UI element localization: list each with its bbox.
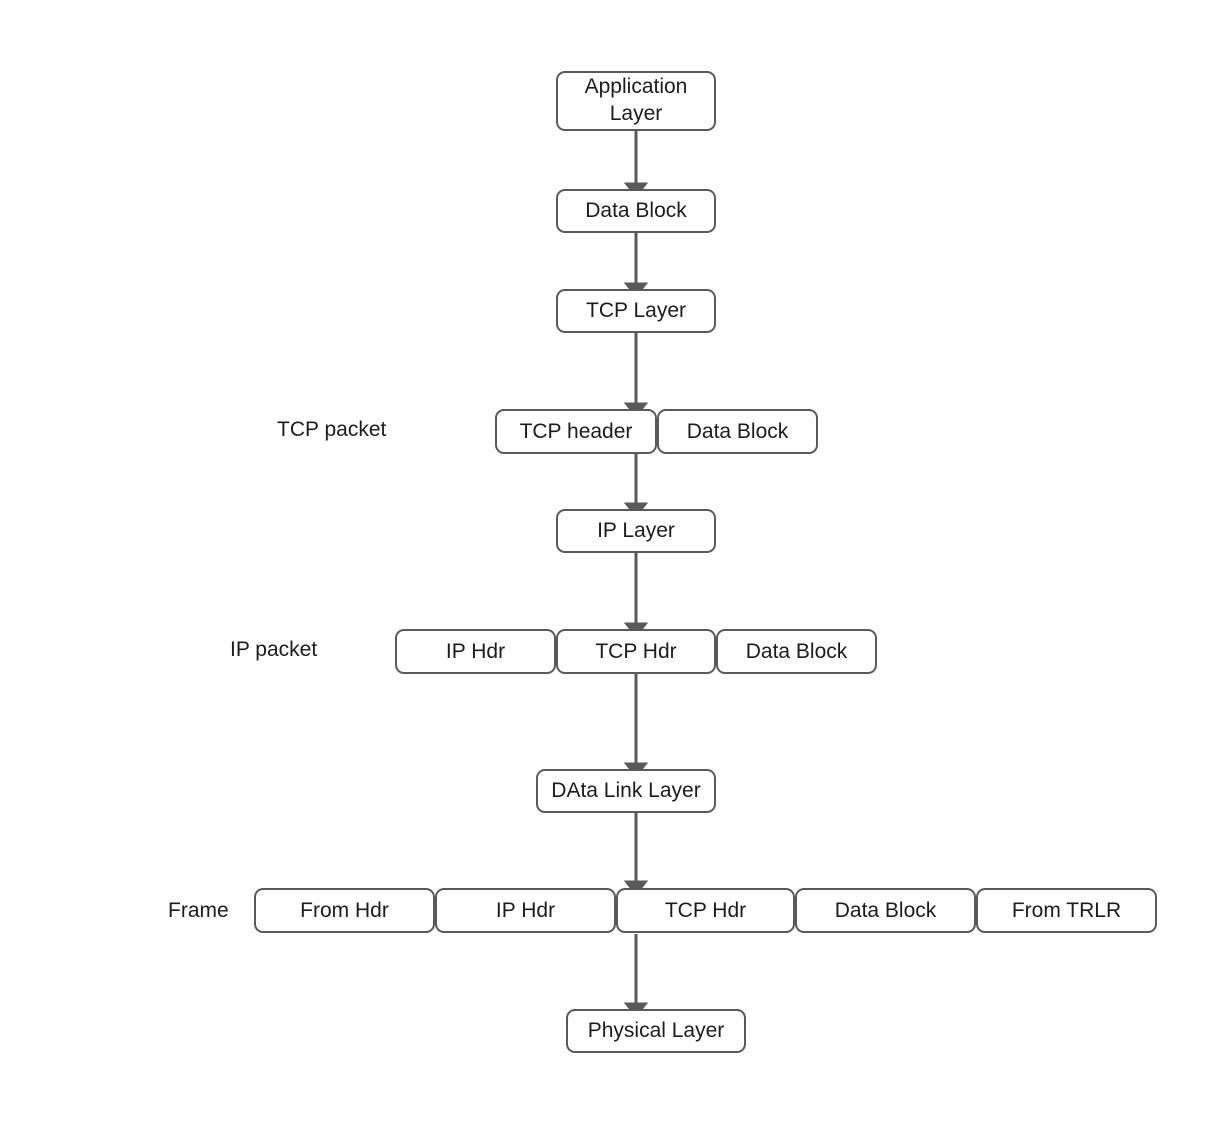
segment-from-hdr[interactable]: From Hdr xyxy=(254,888,435,933)
segment-from-trlr[interactable]: From TRLR xyxy=(976,888,1157,933)
node-application-layer[interactable]: Application Layer xyxy=(556,71,716,131)
node-data-link-layer[interactable]: DAta Link Layer xyxy=(536,769,716,813)
segment-from-trlr-label: From TRLR xyxy=(1011,898,1122,922)
segment-data-block[interactable]: Data Block xyxy=(716,629,877,674)
segment-data-block-label: Data Block xyxy=(834,898,937,922)
packet-frame: From Hdr IP Hdr TCP Hdr Data Block From … xyxy=(254,888,1157,933)
label-ip-packet: IP packet xyxy=(230,638,318,661)
packet-tcp-packet: TCP header Data Block xyxy=(495,409,818,454)
segment-tcp-hdr-label: TCP Hdr xyxy=(664,898,747,922)
segment-data-block[interactable]: Data Block xyxy=(657,409,818,454)
segment-ip-hdr[interactable]: IP Hdr xyxy=(395,629,556,674)
segment-data-block-label: Data Block xyxy=(686,419,789,443)
node-tcp-layer[interactable]: TCP Layer xyxy=(556,289,716,333)
label-tcp-packet: TCP packet xyxy=(277,418,387,441)
segment-tcp-header[interactable]: TCP header xyxy=(495,409,657,454)
node-data-block[interactable]: Data Block xyxy=(556,189,716,233)
node-ip-layer[interactable]: IP Layer xyxy=(556,509,716,553)
segment-tcp-header-label: TCP header xyxy=(519,419,633,443)
packet-ip-packet: IP Hdr TCP Hdr Data Block xyxy=(395,629,877,674)
node-ip-layer-label: IP Layer xyxy=(597,518,675,542)
label-frame: Frame xyxy=(168,899,229,922)
segment-tcp-hdr[interactable]: TCP Hdr xyxy=(616,888,795,933)
segment-tcp-hdr-label: TCP Hdr xyxy=(595,639,677,663)
node-data-block-label: Data Block xyxy=(585,198,687,222)
node-data-link-layer-label: DAta Link Layer xyxy=(551,778,701,802)
segment-ip-hdr-label: IP Hdr xyxy=(445,639,506,663)
segment-data-block[interactable]: Data Block xyxy=(795,888,976,933)
node-physical-layer-label: Physical Layer xyxy=(587,1018,725,1042)
node-tcp-layer-label: TCP Layer xyxy=(586,298,686,322)
segment-tcp-hdr[interactable]: TCP Hdr xyxy=(556,629,716,674)
segment-from-hdr-label: From Hdr xyxy=(300,898,389,922)
node-application-layer-label: Application Layer xyxy=(584,75,688,125)
segment-data-block-label: Data Block xyxy=(745,639,848,663)
segment-ip-hdr[interactable]: IP Hdr xyxy=(435,888,616,933)
node-physical-layer[interactable]: Physical Layer xyxy=(566,1009,746,1053)
segment-ip-hdr-label: IP Hdr xyxy=(495,898,556,922)
